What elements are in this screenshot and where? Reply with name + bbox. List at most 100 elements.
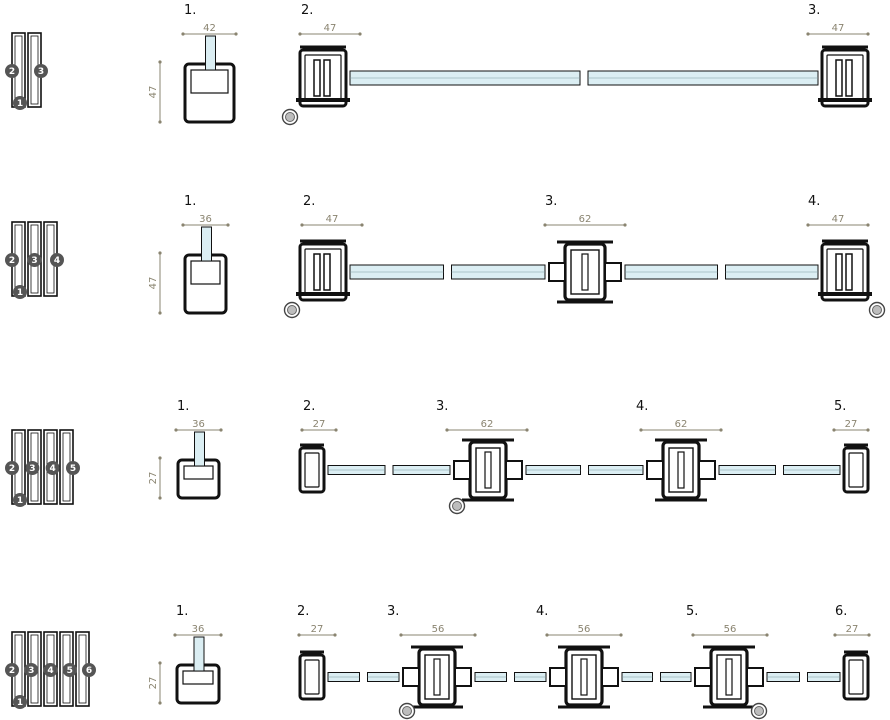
assembly-drawing xyxy=(283,239,886,319)
frame-inner xyxy=(304,452,320,488)
frame-chamber xyxy=(313,59,321,97)
badge-circle xyxy=(24,663,39,677)
dimension-tick xyxy=(866,32,870,36)
dimension-tick xyxy=(219,428,223,432)
dimension-tick xyxy=(360,223,364,227)
dimension-tick xyxy=(300,428,304,432)
hinge-core xyxy=(580,658,588,696)
badge-circle xyxy=(13,493,27,507)
end-frame-profile xyxy=(818,45,872,108)
glass-clamp xyxy=(646,460,664,480)
badge-number: 3 xyxy=(38,67,44,77)
badge: 4 xyxy=(50,253,64,267)
badge: 3 xyxy=(34,64,48,78)
dimension-tick xyxy=(719,428,723,432)
assembly-drawing xyxy=(298,438,870,515)
dimension-value: 27 xyxy=(846,624,859,635)
section-4: 4.47 xyxy=(806,194,870,227)
dimension-value: 36 xyxy=(192,419,205,430)
dimension-tick xyxy=(333,633,337,637)
dimension-value: 27 xyxy=(148,677,159,690)
dimension-tick xyxy=(358,32,362,36)
detail-glass xyxy=(193,636,205,672)
roller-hub xyxy=(872,305,882,315)
dimension-tick xyxy=(300,223,304,227)
badge: 1 xyxy=(13,285,27,299)
hinge-core xyxy=(581,253,589,291)
glass-clamp xyxy=(698,460,716,480)
frame-outline xyxy=(820,242,870,302)
dimension-tick xyxy=(866,223,870,227)
hinge-profile xyxy=(694,645,764,709)
detail-label: 1. xyxy=(184,194,196,209)
dimension-tick xyxy=(174,428,178,432)
badge-number: 1 xyxy=(17,496,23,506)
badge-circle xyxy=(82,663,96,677)
dimension-line: 47 xyxy=(298,23,362,36)
badge-number: 6 xyxy=(86,666,92,676)
roller-hub xyxy=(754,706,764,716)
dimension-tick xyxy=(765,633,769,637)
dimension-value: 27 xyxy=(148,472,159,485)
badge: 3 xyxy=(25,461,40,475)
glass-clamp xyxy=(402,667,420,687)
dimension-tick xyxy=(158,701,162,705)
badge: 1 xyxy=(13,493,27,507)
dimension-line-vertical: 27 xyxy=(148,661,162,705)
frame-chamber xyxy=(323,59,331,97)
frame-outline xyxy=(298,242,348,302)
end-frame-profile xyxy=(298,443,326,494)
roller-hub xyxy=(452,501,462,511)
dimension-line: 47 xyxy=(300,214,364,227)
badge: 5 xyxy=(66,461,80,475)
dimension-tick xyxy=(399,633,403,637)
glass-clamp xyxy=(601,667,619,687)
glass-clamp xyxy=(453,460,471,480)
dimension-tick xyxy=(297,633,301,637)
hinge-inner xyxy=(716,654,742,700)
dimension-tick xyxy=(639,428,643,432)
dimension-line: 27 xyxy=(297,624,337,637)
dimension-value: 47 xyxy=(148,86,159,99)
frame-outline xyxy=(842,653,870,701)
section-label: 5. xyxy=(686,604,698,619)
dimension-tick xyxy=(473,633,477,637)
dimension-line: 47 xyxy=(806,214,870,227)
hinge-inner xyxy=(668,447,694,493)
frame-chamber xyxy=(845,59,853,97)
frame-inner xyxy=(304,659,320,695)
end-frame-profile xyxy=(818,239,872,302)
dimension-value: 42 xyxy=(203,23,216,34)
badge-number: 3 xyxy=(28,666,34,676)
badge-number: 3 xyxy=(31,256,37,266)
hinge-core xyxy=(433,658,441,696)
dimension-value: 27 xyxy=(313,419,326,430)
assembly-drawing xyxy=(281,45,872,126)
section-label: 2. xyxy=(297,604,309,619)
dimension-value: 47 xyxy=(326,214,339,225)
badge-circle xyxy=(5,64,19,78)
detail-label: 1. xyxy=(177,399,189,414)
section-2: 2.27 xyxy=(300,399,338,432)
badge: 6 xyxy=(82,663,96,677)
section-label: 3. xyxy=(808,3,820,18)
hinge-core xyxy=(484,451,492,489)
badge-circle xyxy=(25,461,40,475)
section-3: 3.47 xyxy=(806,3,870,36)
badge-number: 2 xyxy=(9,67,15,77)
badge: 2 xyxy=(5,663,19,677)
badge-number: 4 xyxy=(47,666,53,676)
glass-clamp xyxy=(505,460,523,480)
hinge-profile xyxy=(646,438,716,502)
dimension-tick xyxy=(832,428,836,432)
dimension-line: 36 xyxy=(181,214,230,227)
dimension-value: 47 xyxy=(832,23,845,34)
glass-clamp xyxy=(549,667,567,687)
dimension-tick xyxy=(158,311,162,315)
glass-clamp xyxy=(694,667,712,687)
